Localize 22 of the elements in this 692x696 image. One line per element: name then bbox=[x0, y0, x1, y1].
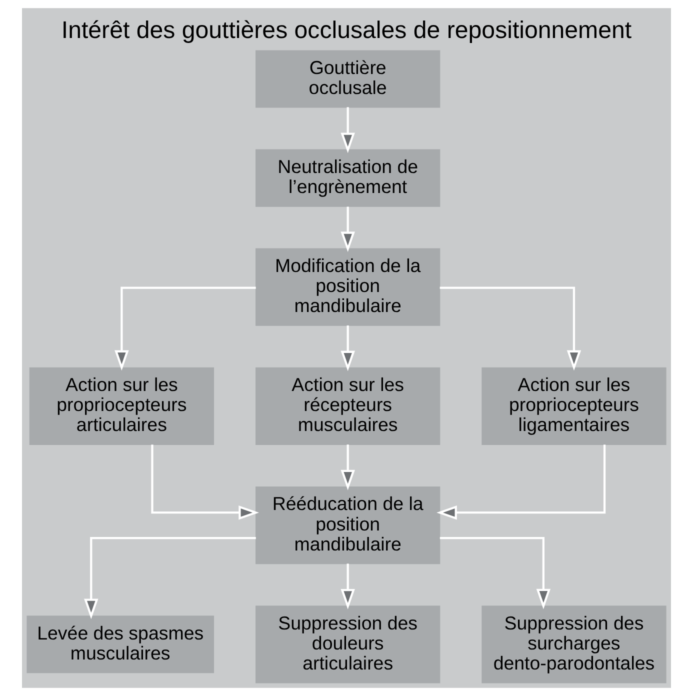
arrow bbox=[439, 536, 550, 610]
diagram-title: Intérêt des gouttières occlusales de repositionnement bbox=[60, 17, 632, 44]
arrow bbox=[340, 325, 354, 372]
node-box: Neutralisation de l’engrènement bbox=[255, 149, 440, 207]
node-box: Action sur les récepteurs musculaires bbox=[255, 367, 440, 446]
arrow bbox=[436, 444, 606, 520]
arrow bbox=[340, 444, 354, 490]
arrow bbox=[114, 286, 256, 371]
arrow bbox=[340, 107, 354, 154]
arrow bbox=[150, 444, 259, 520]
node-box: Action sur les propriocepteurs ligamentaires bbox=[481, 367, 666, 446]
node-box: Action sur les propriocepteurs articulaires bbox=[28, 367, 214, 446]
arrow bbox=[439, 286, 581, 371]
node-box: Suppression des douleurs articulaires bbox=[255, 606, 440, 684]
node-box: Suppression des surcharges dento-parodontales bbox=[481, 606, 666, 684]
node-box: Modification de la position mandibulaire bbox=[255, 248, 440, 326]
arrow bbox=[340, 206, 354, 252]
node-box: Gouttière occlusale bbox=[255, 50, 440, 108]
arrow bbox=[84, 536, 256, 620]
arrow bbox=[340, 564, 354, 610]
node-box: Levée des spasmes musculaires bbox=[26, 616, 214, 674]
node-box: Rééducation de la position mandibulaire bbox=[255, 486, 440, 564]
